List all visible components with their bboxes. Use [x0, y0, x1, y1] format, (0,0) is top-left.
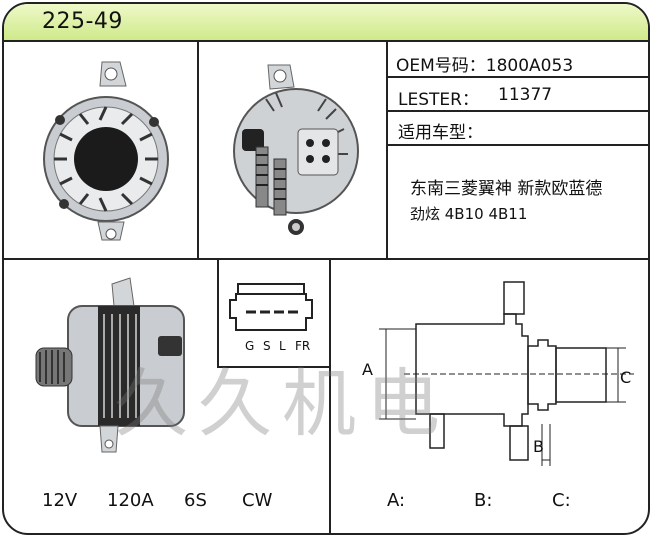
divider-info-1 — [386, 76, 648, 78]
spec-rotation: CW — [242, 490, 273, 511]
dimension-label-a: A — [362, 360, 373, 379]
alternator-rear-photo — [233, 64, 359, 235]
divider-photo-1 — [197, 40, 199, 258]
divider-photo-2 — [386, 40, 388, 258]
header-bar: 225-49 — [4, 4, 648, 42]
alternator-front-photo — [43, 61, 169, 241]
lester-label: LESTER： — [398, 90, 479, 110]
connector-box-left — [217, 258, 219, 368]
answer-b: B: — [474, 490, 493, 511]
spec-pulley: 6S — [184, 490, 207, 511]
spec-current: 120A — [107, 490, 154, 511]
oem-number: OEM号码：1800A053 — [396, 56, 574, 76]
connector-pin-s: S — [263, 339, 271, 353]
dimension-diagram — [379, 281, 634, 466]
dimension-label-b: B — [533, 437, 544, 456]
vehicle-line-2: 劲炫 4B10 4B11 — [410, 205, 528, 223]
alternator-side-photo — [35, 277, 185, 453]
answer-a: A: — [387, 490, 406, 511]
divider-horizontal-mid — [4, 258, 648, 260]
divider-bottom-vertical — [329, 258, 331, 533]
connector-pin-fr: FR — [295, 339, 311, 353]
connector-diagram — [229, 283, 313, 331]
model-number: 225-49 — [42, 9, 123, 34]
dimension-label-c: C — [620, 368, 632, 387]
connector-box-bottom — [217, 366, 331, 368]
spec-voltage: 12V — [42, 490, 78, 511]
vehicle-line-1: 东南三菱翼神 新款欧蓝德 — [410, 179, 603, 199]
watermark-text: 久久机电 — [114, 361, 450, 447]
lester-value: 11377 — [498, 85, 553, 105]
divider-info-3 — [386, 144, 648, 146]
answer-c: C: — [552, 490, 571, 511]
connector-pin-g: G — [245, 339, 255, 353]
vehicle-label: 适用车型： — [398, 123, 483, 143]
connector-pin-l: L — [279, 339, 286, 353]
divider-info-2 — [386, 110, 648, 112]
